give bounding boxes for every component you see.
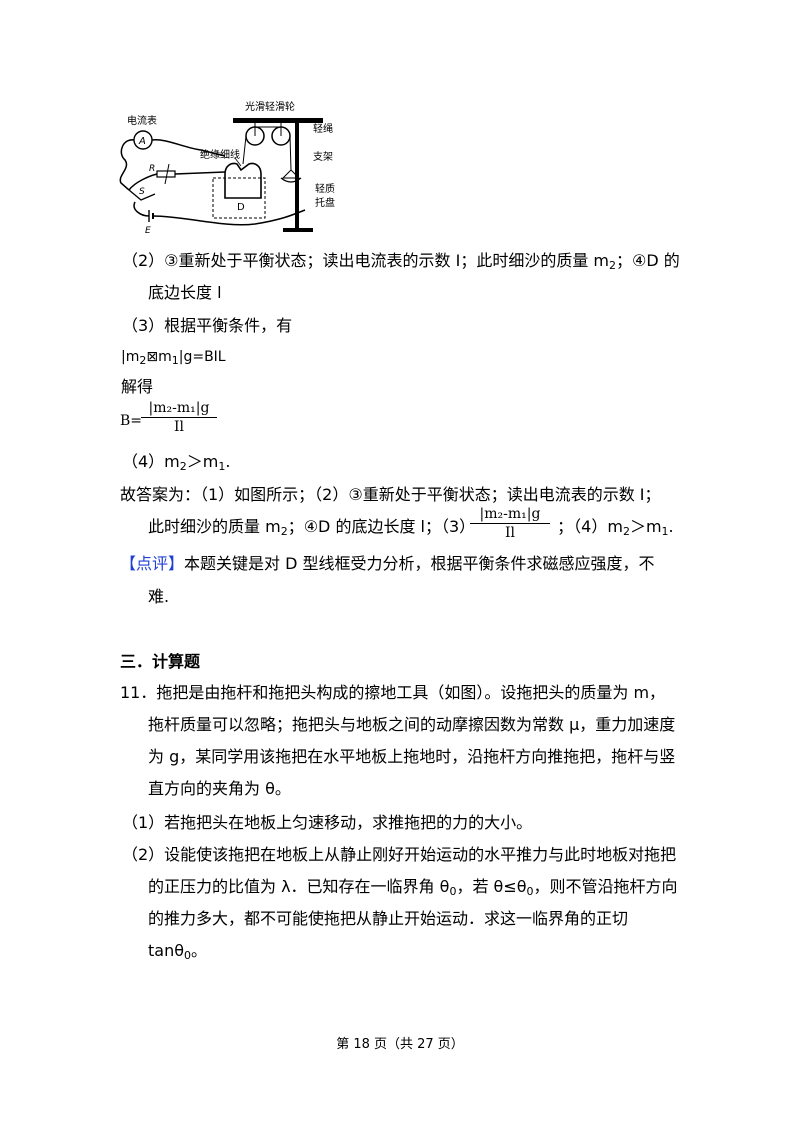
question-part-2-line-4: tanθ0。: [148, 940, 207, 967]
answer-text-5: .: [668, 517, 674, 536]
subscript: 1: [171, 354, 179, 367]
question-11-line-2: 拖杆质量可以忽略；拖把头与地板之间的动摩擦因数为常数 μ，重力加速度: [148, 715, 676, 734]
eq-mid: ⊠m: [146, 349, 172, 365]
answer-text-4: ＞m: [629, 517, 662, 536]
subscript: 2: [179, 460, 187, 473]
subscript: 0: [449, 885, 457, 898]
part-2-text-1: 的正压力的比值为 λ．已知存在一临界角 θ: [148, 877, 450, 896]
b-fraction: |m₂-m₁|g Il: [141, 399, 217, 436]
answer-line-2: 此时细沙的质量 m2；④D 的底边长度 l；（3）；（4）m2＞m1.: [148, 516, 674, 543]
equation-balance: |m2⊠m1|g=BIL: [121, 346, 226, 372]
experiment-diagram: 电流表 A R S E D 绝缘细线 光滑轻滑轮 轻绳 支架 轻质 托盘: [119, 100, 335, 236]
section-heading: 三．计算题: [120, 652, 201, 671]
comment-line-2: 难.: [148, 587, 170, 606]
ammeter-label: 电流表: [127, 114, 157, 127]
thread-label: 绝缘细线: [200, 148, 240, 161]
subscript: 0: [184, 949, 192, 962]
question-11-line-3: 为 g，某同学用该拖把在水平地板上拖地时，沿拖杆方向推拖把，拖杆与竖: [148, 747, 676, 766]
part-2-text-3: ，则不管沿拖杆方向: [533, 877, 678, 896]
subscript: 2: [139, 354, 147, 367]
tray-label-2: 托盘: [315, 196, 335, 209]
question-part-2-line-3: 的推力多大，都不可能使拖把从静止开始运动．求这一临界角的正切: [148, 909, 629, 928]
pulley-label: 光滑轻滑轮: [245, 100, 295, 113]
part-2-text-2: ，若 θ≤θ: [456, 877, 527, 896]
subscript: 1: [661, 525, 669, 538]
tray-label-1: 轻质: [315, 182, 335, 195]
part-2-text-5: 。: [191, 941, 208, 960]
switch-label: S: [139, 187, 145, 197]
answer-text-3: ；（4）m: [557, 517, 623, 536]
solution-step-2: （2）③重新处于平衡状态；读出电流表的示数 I；此时细沙的质量 m2；④D 的: [122, 250, 680, 277]
subscript: 1: [218, 460, 226, 473]
fraction-denominator: Il: [173, 419, 184, 435]
comment-line-1: 【点评】本题关键是对 D 型线框受力分析，根据平衡条件求磁感应强度，不: [120, 553, 655, 575]
solve-label: 解得: [121, 377, 154, 396]
step-4-text: （4）m: [122, 452, 180, 471]
eq-prefix: |m: [121, 349, 140, 365]
question-number: 11．: [120, 683, 157, 702]
question-part-2-line-1: （2）设能使该拖把在地板上从静止刚好开始运动的水平推力与此时地板对拖把: [122, 845, 677, 864]
fraction-bar: [141, 417, 217, 418]
rope-label: 轻绳: [313, 122, 333, 135]
part-2-text-4: tanθ: [148, 941, 185, 960]
question-11-line-4: 直方向的夹角为 θ。: [148, 779, 291, 798]
subscript: 2: [622, 525, 630, 538]
comment-text: 本题关键是对 D 型线框受力分析，根据平衡条件求磁感应强度，不: [184, 554, 655, 573]
answer-fraction: |m₂-m₁|g Il: [470, 505, 550, 542]
fraction-numerator: |m₂-m₁|g: [479, 506, 541, 522]
fraction-bar: [470, 523, 550, 524]
stand-label: 支架: [313, 151, 333, 163]
step-4-end: .: [225, 452, 231, 471]
step-2-text: （2）③重新处于平衡状态；读出电流表的示数 I；此时细沙的质量 m: [122, 251, 610, 270]
answer-text-2: ；④D 的底边长度 l；（3）: [287, 517, 476, 536]
solution-step-4: （4）m2＞m1.: [122, 451, 230, 478]
question-part-1: （1）若拖把头在地板上匀速移动，求推拖把的力的大小。: [122, 813, 533, 832]
solution-step-3: （3）根据平衡条件，有: [122, 316, 293, 335]
step-2-tail: ；④D 的: [616, 251, 680, 270]
answer-line-1: 故答案为：（1）如图所示；（2）③重新处于平衡状态；读出电流表的示数 I；: [120, 485, 661, 504]
resistor-label: R: [149, 164, 155, 174]
subscript: 0: [526, 885, 534, 898]
b-equals: B=: [120, 413, 143, 429]
subscript: 2: [280, 525, 288, 538]
eq-suffix: |g=BIL: [178, 349, 226, 365]
fraction-numerator: |m₂-m₁|g: [148, 400, 210, 416]
answer-text-1: 此时细沙的质量 m: [148, 517, 281, 536]
question-text: 拖把是由拖杆和拖把头构成的擦地工具（如图）。设拖把头的质量为 m，: [156, 683, 666, 702]
subscript: 2: [609, 259, 617, 272]
page-footer: 第 18 页（共 27 页）: [336, 1037, 464, 1052]
ammeter-symbol: A: [138, 136, 146, 147]
question-11-line-1: 11．拖把是由拖杆和拖把头构成的擦地工具（如图）。设拖把头的质量为 m，: [120, 682, 665, 704]
solution-step-2-cont: 底边长度 l: [148, 283, 222, 302]
comment-tag: 【点评】: [120, 554, 185, 573]
question-part-2-line-2: 的正压力的比值为 λ．已知存在一临界角 θ0，若 θ≤θ0，则不管沿拖杆方向: [148, 876, 678, 903]
frame-label: D: [237, 202, 245, 213]
step-4-gt: ＞m: [186, 452, 219, 471]
battery-label: E: [145, 226, 151, 236]
fraction-denominator: Il: [504, 525, 515, 541]
